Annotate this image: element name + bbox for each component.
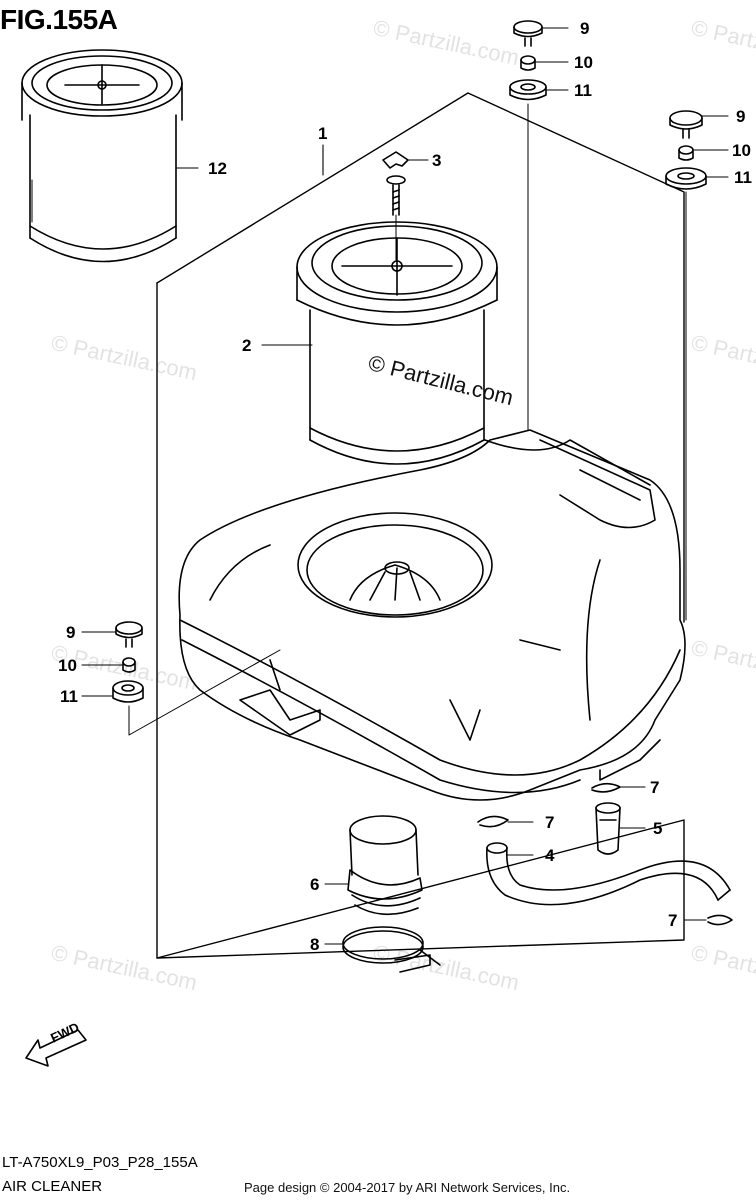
callout-4: 4 — [545, 846, 555, 865]
callout-7: 7 — [545, 813, 555, 832]
air-box-case-1 — [178, 429, 686, 801]
copyright-notice: Page design © 2004-2017 by ARI Network S… — [244, 1180, 571, 1195]
drain-plug-5 — [595, 802, 621, 855]
element-12 — [21, 49, 183, 263]
callout-9: 9 — [736, 107, 746, 126]
clip-7 — [477, 815, 509, 828]
figure-code: LT-A750XL9_P03_P28_155A — [2, 1154, 198, 1171]
callout-9: 9 — [580, 19, 590, 38]
callout-2: 2 — [242, 336, 252, 355]
callout-10: 10 — [574, 53, 593, 72]
element-2 — [296, 221, 498, 465]
fastener-set-left — [112, 621, 281, 736]
figure-name: AIR CLEANER — [2, 1178, 103, 1195]
figure-title: FIG.155A — [0, 4, 118, 35]
callout-1: 1 — [318, 124, 328, 143]
callout-10: 10 — [732, 141, 751, 160]
callout-5: 5 — [653, 819, 663, 838]
callout-10: 10 — [58, 656, 77, 675]
callout-7: 7 — [668, 911, 678, 930]
callout-9: 9 — [66, 623, 76, 642]
callout-12: 12 — [208, 159, 227, 178]
clip-7 — [707, 914, 733, 926]
callout-8: 8 — [310, 935, 320, 954]
drain-hose-4 — [486, 842, 731, 906]
callout-11: 11 — [574, 81, 592, 100]
clamp-8 — [342, 926, 441, 973]
callout-3: 3 — [432, 151, 442, 170]
fastener-set-right — [665, 110, 707, 621]
fwd-arrow — [25, 1029, 87, 1067]
callout-6: 6 — [310, 875, 320, 894]
clip-7 — [591, 782, 621, 793]
callout-7: 7 — [650, 778, 660, 797]
fastener-set-top — [509, 20, 547, 431]
wing-bolt-3 — [382, 151, 409, 261]
callout-11: 11 — [734, 168, 752, 187]
intake-boot-6 — [347, 815, 423, 916]
callout-11: 11 — [60, 687, 78, 706]
